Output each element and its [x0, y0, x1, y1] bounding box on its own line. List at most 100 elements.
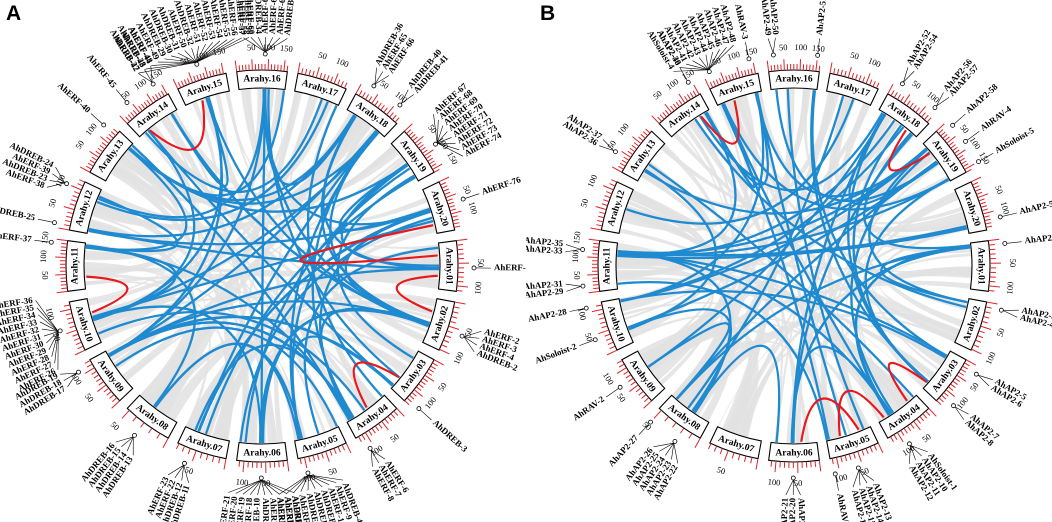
tick: [984, 218, 991, 222]
gene-leader: [43, 331, 59, 337]
gene-label: AhERF-62: [267, 0, 279, 34]
tick: [670, 105, 675, 112]
gene-marker: [262, 51, 268, 57]
gene-marker: [672, 438, 678, 444]
tick: [975, 339, 982, 343]
duplication-link: [170, 113, 430, 326]
gene-leader: [835, 475, 839, 491]
gene-leader: [138, 62, 197, 74]
tick-label: 50: [462, 327, 474, 338]
gene-label: AhERF-40: [56, 80, 93, 115]
tick: [858, 75, 862, 82]
tick: [430, 365, 436, 370]
panel-label-a: A: [6, 2, 22, 25]
tick: [955, 149, 966, 157]
gene-leader: [293, 474, 309, 494]
tick: [752, 62, 756, 74]
chromosome-box: [236, 441, 288, 463]
tick: [72, 195, 79, 199]
gene-leader: [785, 479, 794, 495]
chromosome-name: Arahy.06: [243, 449, 280, 459]
tick-label: 50: [46, 198, 58, 209]
tick: [970, 176, 982, 183]
tick: [810, 461, 812, 468]
tick-label: 150: [680, 67, 696, 82]
tick-label: 100: [615, 121, 631, 137]
tick: [638, 391, 644, 396]
tick: [921, 112, 926, 118]
tick: [440, 182, 447, 186]
tick: [961, 160, 967, 165]
tick: [453, 306, 460, 309]
tick: [238, 65, 241, 72]
tick: [595, 304, 603, 307]
tick: [60, 284, 67, 286]
gene-leader: [685, 63, 709, 71]
tick: [630, 381, 636, 386]
tick: [378, 423, 383, 429]
tick: [976, 191, 983, 195]
tick: [595, 205, 607, 211]
gene-leader: [51, 331, 59, 357]
gene-leader: [191, 48, 197, 63]
tick: [597, 312, 604, 316]
tick: [606, 349, 618, 356]
tick: [404, 123, 413, 132]
tick-label: 100: [925, 89, 941, 105]
tick-label: 50: [605, 138, 618, 151]
duplication-link-red: [86, 275, 129, 314]
gene-leader: [115, 89, 126, 102]
duplication-link: [722, 103, 891, 416]
tick: [138, 105, 143, 112]
gene-leader: [195, 42, 214, 63]
tick: [906, 100, 911, 106]
tick: [910, 423, 915, 429]
tick: [946, 135, 956, 144]
tick-label: 50: [183, 464, 194, 476]
tick-label: 100: [999, 200, 1012, 215]
gene-cluster: AhAP2-2: [1002, 232, 1052, 246]
gene-marker: [998, 307, 1004, 313]
tick: [770, 460, 773, 467]
tick: [199, 73, 203, 80]
tick: [414, 135, 424, 144]
tick: [680, 427, 685, 434]
duplication-link: [303, 246, 439, 435]
tick: [220, 62, 224, 74]
tick: [418, 144, 424, 149]
tick: [132, 103, 141, 114]
gene-leader: [308, 474, 316, 489]
tick: [63, 205, 75, 211]
tick: [412, 136, 418, 142]
tick: [355, 83, 362, 95]
gene-leader: [374, 67, 377, 85]
tick: [445, 193, 457, 199]
tick: [63, 304, 71, 307]
gene-leader: [665, 442, 675, 456]
gene-marker: [416, 406, 422, 411]
gene-label: AhAP2-59: [1018, 197, 1052, 216]
gene-leader: [437, 142, 460, 151]
tick: [593, 242, 600, 245]
gene-leader: [278, 474, 309, 495]
gene-leader: [126, 436, 134, 452]
tick: [973, 344, 980, 348]
tick: [423, 149, 434, 157]
gene-label: AhAP2-17: [797, 498, 808, 522]
tick: [618, 165, 624, 170]
gene-label: AhERF-37: [0, 230, 33, 245]
duplication-link: [620, 92, 765, 303]
tick: [391, 114, 397, 120]
duplication-link: [264, 89, 356, 186]
tick: [619, 162, 626, 167]
duplication-link: [625, 98, 855, 225]
tick: [962, 163, 969, 168]
tandem-duplication-links: [86, 100, 438, 409]
tick: [766, 60, 770, 72]
gene-leader: [265, 37, 274, 53]
tick: [371, 94, 379, 104]
tick: [692, 90, 697, 97]
gene-label: AhDREB-10: [251, 497, 262, 522]
duplication-link: [97, 310, 366, 412]
tick-label: 50: [262, 478, 271, 488]
